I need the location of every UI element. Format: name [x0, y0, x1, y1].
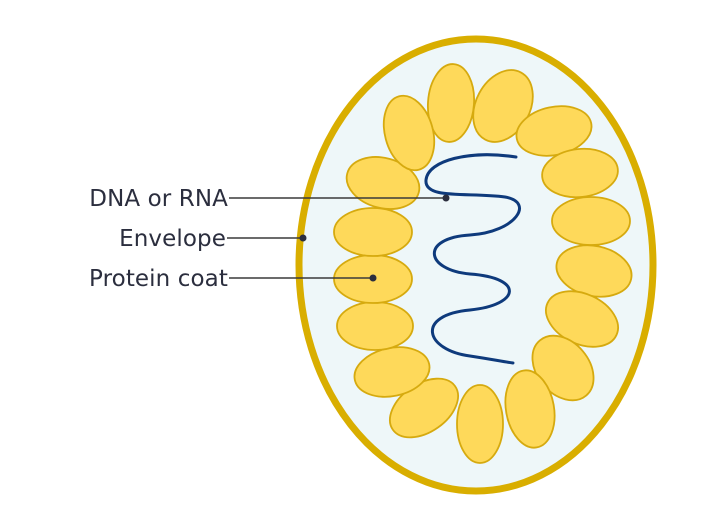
label-dna-or-rna: DNA or RNA: [89, 186, 228, 212]
leader-dot-protein-coat: [369, 274, 377, 282]
leader-dot-envelope: [299, 234, 307, 242]
protein-coat-capsid: [333, 63, 633, 464]
capsomere: [551, 196, 631, 246]
capsomere: [382, 94, 436, 172]
capsomere: [336, 301, 414, 351]
leader-dot-dna: [442, 194, 450, 202]
label-protein-coat: Protein coat: [89, 266, 228, 292]
label-envelope: Envelope: [119, 226, 226, 252]
capsomere: [456, 384, 504, 464]
leader-lines: [227, 197, 446, 279]
capsomere: [504, 369, 556, 449]
capsomere: [345, 156, 421, 210]
leader-dots: [299, 194, 450, 282]
nucleic-acid-strand: [424, 153, 521, 365]
capsomere: [333, 207, 413, 257]
